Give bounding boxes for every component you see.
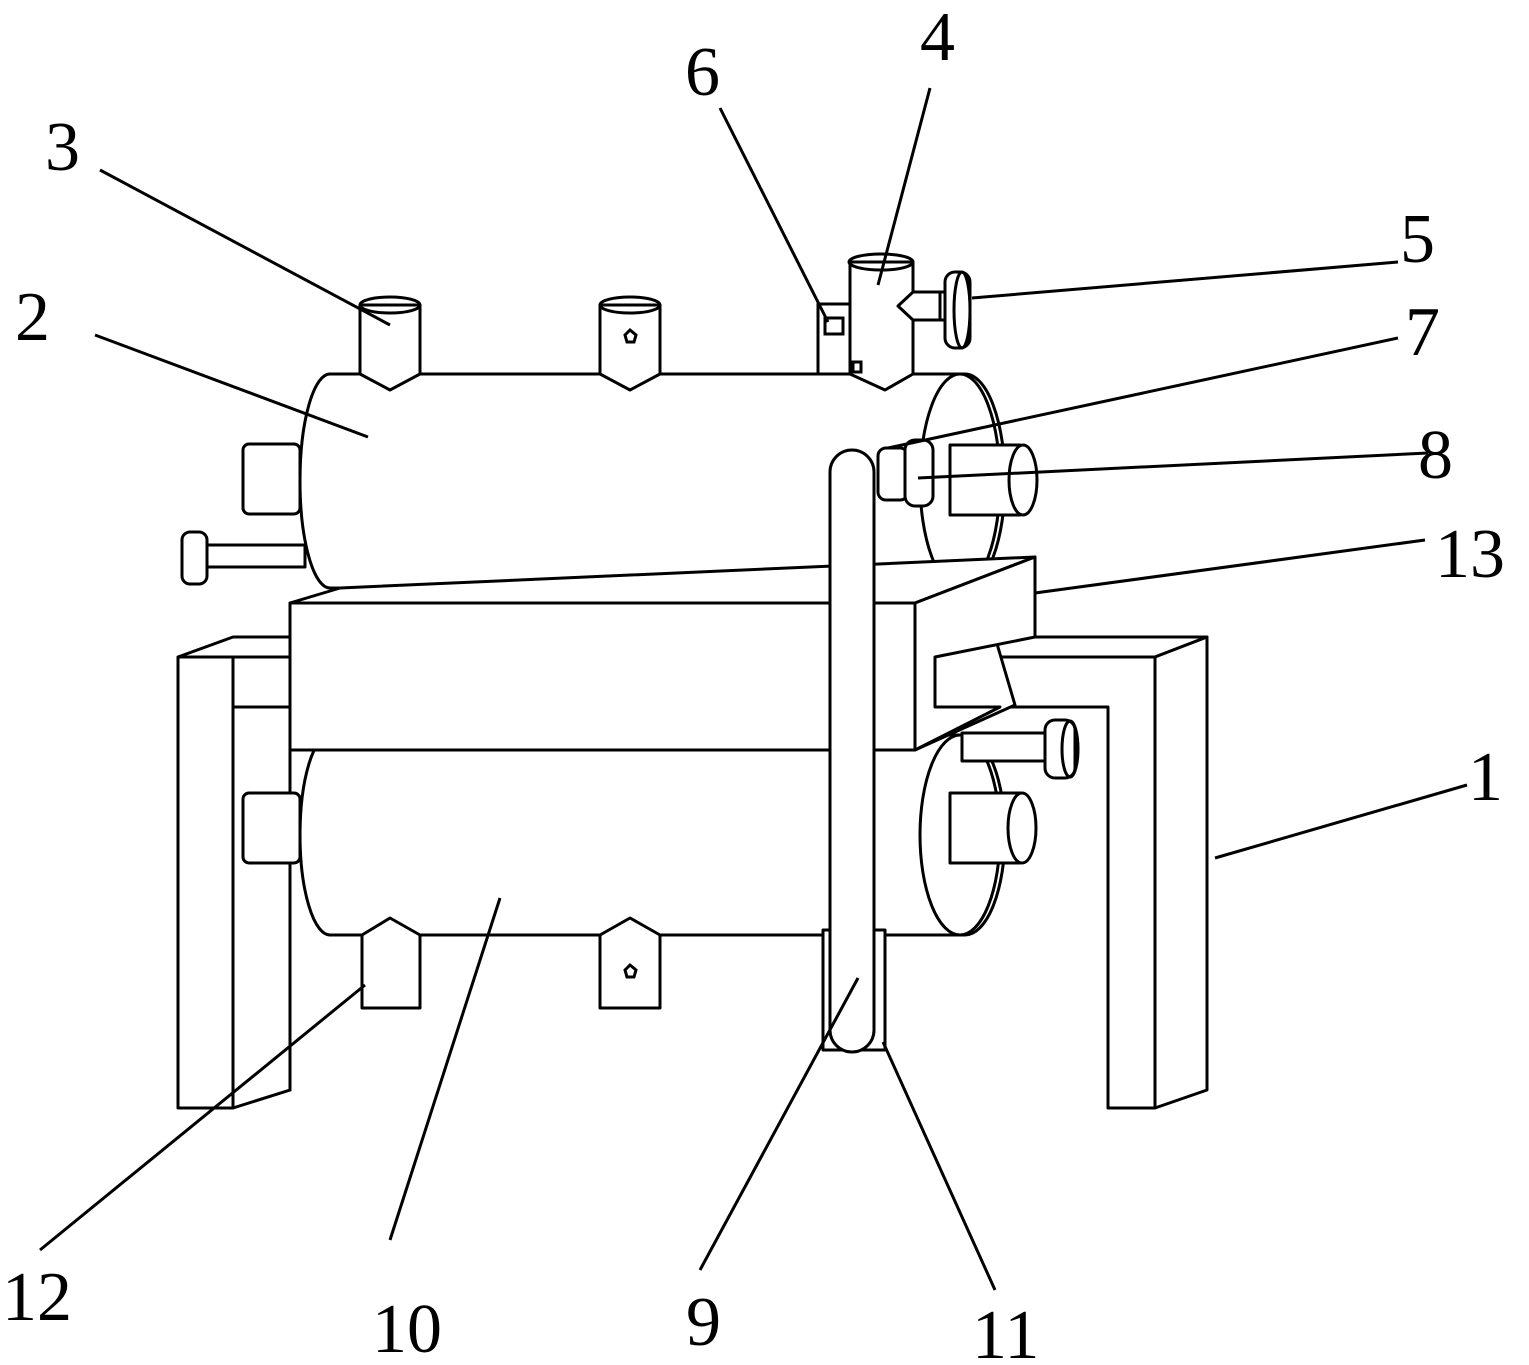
- middle-beam: [288, 555, 1037, 752]
- callout-4: 4: [920, 0, 955, 76]
- callout-7: 7: [1405, 294, 1440, 371]
- callout-6: 6: [685, 34, 720, 111]
- callout-10: 10: [372, 1291, 442, 1365]
- lower-mounting-lugs: [360, 916, 662, 1010]
- callout-3: 3: [45, 109, 80, 186]
- callout-5: 5: [1400, 201, 1435, 278]
- callout-9: 9: [686, 1284, 721, 1361]
- valve-handwheel: [938, 270, 972, 350]
- callout-12: 12: [2, 1259, 72, 1336]
- upper-mounting-lugs: [358, 295, 662, 392]
- valve-tee: [847, 252, 942, 392]
- vertical-rod: [828, 448, 876, 1054]
- callout-8: 8: [1418, 417, 1453, 494]
- lower-drum: [241, 718, 1080, 937]
- shaft-coupling: [876, 438, 1039, 517]
- leader-lines: [39, 87, 1468, 1291]
- callout-13: 13: [1435, 516, 1505, 593]
- callout-11: 11: [972, 1297, 1039, 1365]
- left-support-leg: [176, 635, 292, 1110]
- callout-2: 2: [15, 279, 50, 356]
- callout-1: 1: [1468, 739, 1503, 816]
